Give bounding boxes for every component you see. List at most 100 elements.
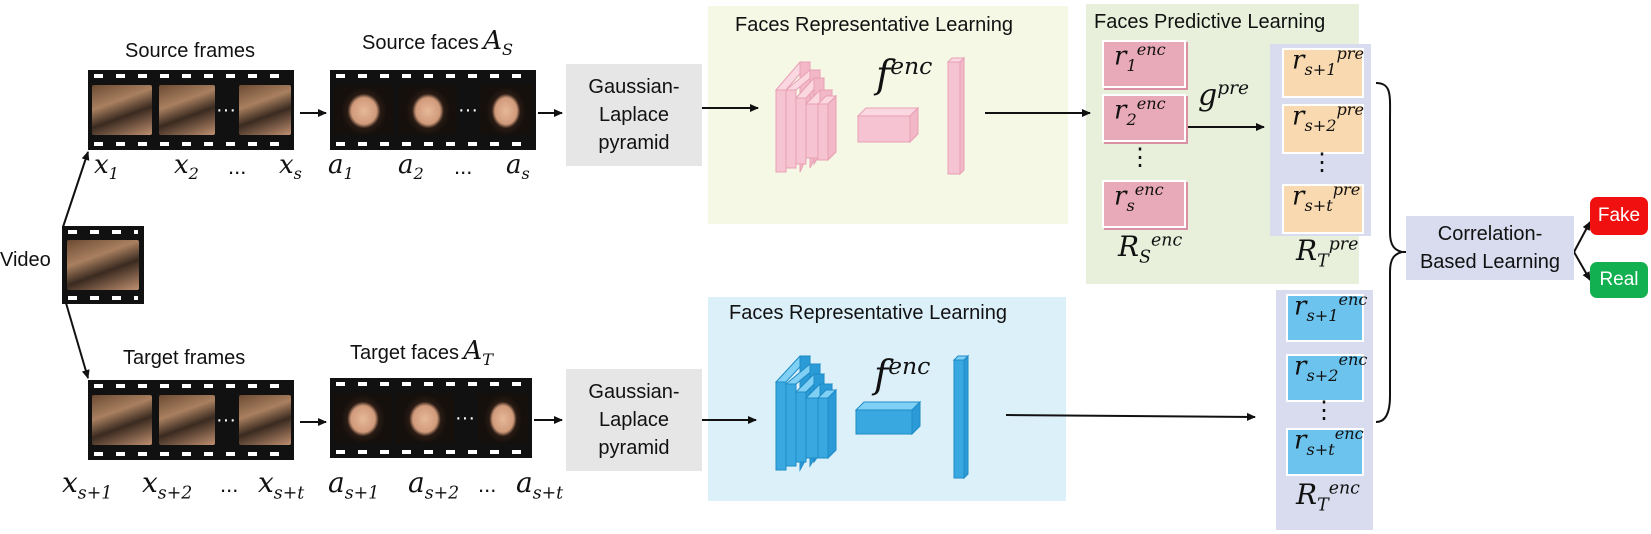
- target-repr-learning-panel: [708, 297, 1066, 501]
- source-faces-ellipsis: ···: [458, 99, 478, 121]
- target-faces-title-text: Target faces: [350, 342, 459, 364]
- target-encoding-2-label: rs+2enc: [1294, 350, 1368, 385]
- prediction-set-label: RTpre: [1296, 234, 1359, 272]
- target-frame: [159, 395, 215, 445]
- target-frames-ellipsis: ···: [216, 409, 236, 431]
- pyramid-line-1: Gaussian-: [588, 381, 680, 403]
- source-face: [480, 85, 532, 135]
- target-repr-learning-title: Faces Representative Learning: [729, 302, 1007, 324]
- target-faces-strip: ···: [330, 378, 532, 458]
- face-label-ast: as+t: [516, 466, 564, 504]
- face-label-as: as: [506, 150, 530, 184]
- source-encoding-s: [1102, 180, 1186, 228]
- prediction-t: [1282, 184, 1364, 234]
- target-frames-strip: ···: [88, 380, 294, 460]
- target-frame: [92, 395, 152, 445]
- correlation-learning-box: Correlation- Based Learning: [1406, 216, 1574, 280]
- correlation-line-1: Correlation-: [1437, 223, 1543, 245]
- target-face-labels: as+1 as+2 ... as+t: [328, 466, 588, 516]
- source-frames-ellipsis: ···: [216, 99, 236, 121]
- target-pyramid-box: Gaussian- Laplace pyramid: [566, 369, 702, 471]
- target-encoder-symbol: fenc: [874, 352, 931, 397]
- face-label-a2: a2: [398, 150, 424, 184]
- pyramid-line-2: Laplace: [598, 104, 670, 126]
- source-faces-strip: ···: [330, 70, 536, 150]
- target-face: [478, 393, 528, 443]
- target-encodings-vdots: ⋮: [1312, 397, 1336, 424]
- frame-label-ellipsis: ...: [228, 154, 247, 179]
- correlation-line-2: Based Learning: [1419, 251, 1561, 273]
- target-frames-title: Target frames: [123, 347, 246, 369]
- frame-label-xs: xs: [279, 150, 302, 184]
- source-repr-learning-title: Faces Representative Learning: [735, 14, 1013, 36]
- target-encoding-2: [1286, 354, 1364, 402]
- tgt-encoder-to-encodings-arrow: [1005, 412, 1256, 421]
- video-to-target-arrow: [65, 302, 90, 379]
- source-frame: [239, 85, 291, 135]
- real-output-badge: Real: [1590, 262, 1648, 298]
- pyramid-line-3: pyramid: [598, 437, 670, 459]
- encoder-output-vector: [952, 354, 970, 480]
- frame-label-x2: x2: [174, 150, 199, 184]
- prediction-2-label: rs+2pre: [1292, 100, 1364, 135]
- target-face: [334, 393, 392, 443]
- target-encoder-network: [774, 354, 970, 480]
- video-to-source-arrow: [62, 151, 90, 228]
- target-face-label-ellipsis: ...: [478, 472, 497, 497]
- source-encodings-vdots: ⋮: [1128, 144, 1152, 171]
- face-label-as2: as+2: [408, 466, 460, 504]
- target-face: [396, 393, 454, 443]
- source-frames-strip: ···: [88, 70, 294, 150]
- video-label: Video: [0, 249, 51, 271]
- prediction-2: [1282, 104, 1364, 154]
- predictive-learning-title: Faces Predictive Learning: [1094, 11, 1326, 33]
- target-encoding-t: [1286, 428, 1364, 476]
- source-encoding-1: [1102, 40, 1186, 88]
- frame-label-x1: x1: [94, 150, 119, 184]
- source-frame-labels: x1 x2 ... xs: [94, 150, 324, 190]
- source-face: [399, 85, 457, 135]
- source-face-labels: a1 a2 ... as: [328, 150, 558, 190]
- target-encoding-t-label: rs+tenc: [1294, 424, 1364, 459]
- source-face: [334, 85, 394, 135]
- source-faces-title-text: Source faces: [362, 32, 479, 54]
- source-encoding-1-label: r1enc: [1114, 40, 1166, 75]
- predictor-symbol: gpre: [1198, 78, 1250, 113]
- encoder-layer-5: [816, 388, 838, 460]
- face-label-ellipsis: ...: [454, 154, 473, 179]
- source-encoding-2-label: r2enc: [1114, 94, 1166, 129]
- target-frame-label-ellipsis: ...: [220, 472, 239, 497]
- face-label-as1: as+1: [328, 466, 380, 504]
- encoder-layer-5: [816, 94, 838, 162]
- video-film-strip: [62, 226, 144, 304]
- source-encoding-s-label: rsenc: [1114, 180, 1164, 215]
- source-frame: [92, 85, 152, 135]
- to-real-arrow: [1573, 251, 1591, 281]
- to-fake-arrow: [1573, 221, 1591, 253]
- frame-label-xs1: xs+1: [62, 466, 113, 504]
- source-frames-title: Source frames: [125, 40, 256, 62]
- pyramid-line-2: Laplace: [598, 409, 670, 431]
- correlation-brace: [1375, 82, 1403, 423]
- target-frame: [239, 395, 291, 445]
- source-encoding-set-label: RSenc: [1118, 230, 1183, 268]
- encoder-bottleneck: [854, 400, 922, 436]
- fake-output-badge: Fake: [1590, 197, 1648, 235]
- prediction-1: [1282, 48, 1364, 98]
- source-faces-symbol: AS: [483, 26, 514, 60]
- face-label-a1: a1: [328, 150, 354, 184]
- prediction-t-label: rs+tpre: [1292, 180, 1361, 215]
- target-faces-ellipsis: ···: [455, 407, 475, 429]
- frame-label-xst: xs+t: [258, 466, 305, 504]
- encoder-output-vector: [946, 56, 966, 176]
- target-frame-labels: xs+1 xs+2 ... xs+t: [62, 466, 322, 516]
- pyramid-line-1: Gaussian-: [588, 76, 680, 98]
- target-encoding-1: [1286, 294, 1364, 342]
- target-encoding-set-label: RTenc: [1296, 478, 1360, 516]
- source-frame: [159, 85, 215, 135]
- video-thumbnail: [67, 240, 139, 290]
- target-faces-symbol: AT: [463, 336, 493, 370]
- source-encoder-symbol: fenc: [876, 52, 933, 97]
- predictions-vdots: ⋮: [1310, 149, 1334, 176]
- encoder-bottleneck: [856, 106, 920, 144]
